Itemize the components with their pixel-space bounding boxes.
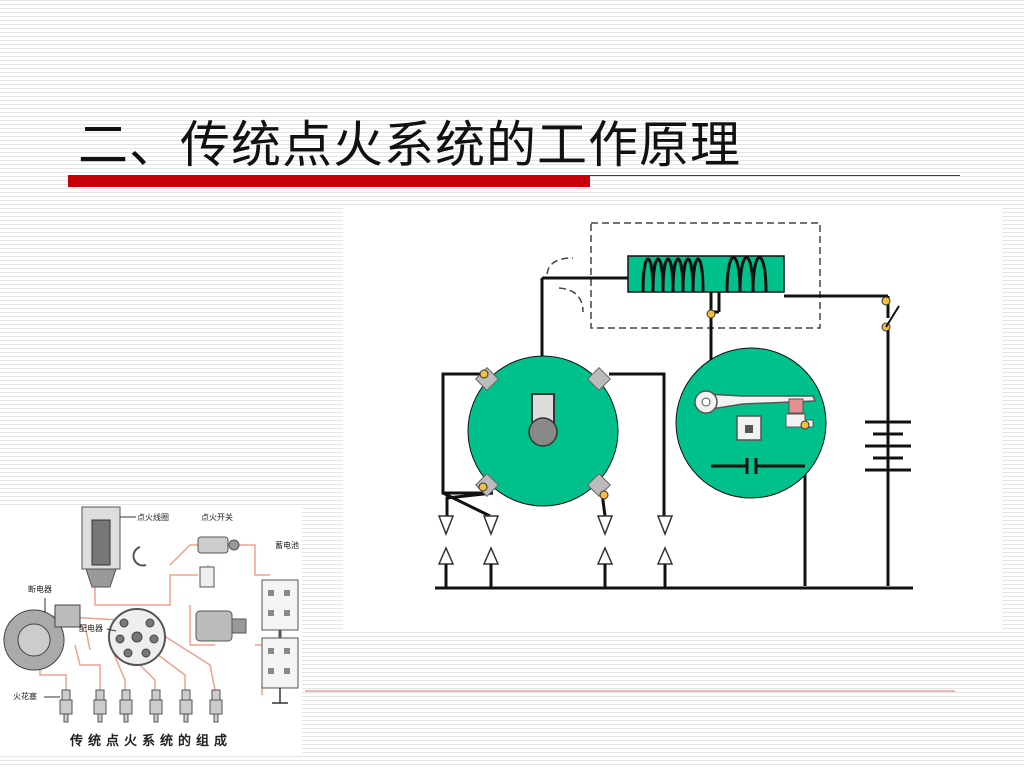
title-underline-accent — [68, 175, 590, 187]
title-underline-thin — [590, 175, 960, 176]
starter-motor-illustration — [195, 610, 233, 642]
ignition-circuit-diagram — [343, 208, 1002, 632]
coil-housing-curve-lower — [558, 287, 584, 313]
battery-symbol — [865, 420, 911, 472]
label-ignition-coil: 点火线圈 — [137, 513, 169, 522]
coil-secondary-winding — [641, 257, 705, 293]
label-battery: 蓄电池 — [275, 541, 299, 550]
spark-plugs-illustration — [59, 689, 223, 723]
label-spark-plug: 火花塞 — [13, 692, 37, 701]
label-breaker: 断电器 — [28, 585, 52, 594]
rotor-hub — [528, 417, 558, 447]
label-distributor: 配电器 — [79, 624, 103, 633]
ignition-switch-upper-contact — [881, 296, 891, 306]
bottom-divider — [305, 690, 955, 692]
label-ignition-switch: 点火开关 — [201, 513, 233, 522]
system-components-illustration: 点火线圈 点火开关 蓄电池 断电器 配电器 火花塞 传统点火系统的组成 — [0, 505, 302, 753]
spark-plug-ground-wires — [444, 564, 667, 588]
coil-housing-outline — [590, 222, 821, 329]
slide-title: 二、传统点火系统的工作原理 — [78, 116, 741, 174]
coil-primary-winding — [725, 256, 768, 293]
ignition-switch-illustration — [197, 536, 229, 554]
coil-housing-curve — [546, 257, 574, 275]
ignition-switch-lever — [885, 305, 900, 328]
battery-illustration — [261, 579, 299, 631]
spark-plug-electrodes — [437, 515, 674, 565]
diagram-caption: 传统点火系统的组成 — [69, 734, 232, 749]
distributor-terminal — [586, 366, 612, 392]
